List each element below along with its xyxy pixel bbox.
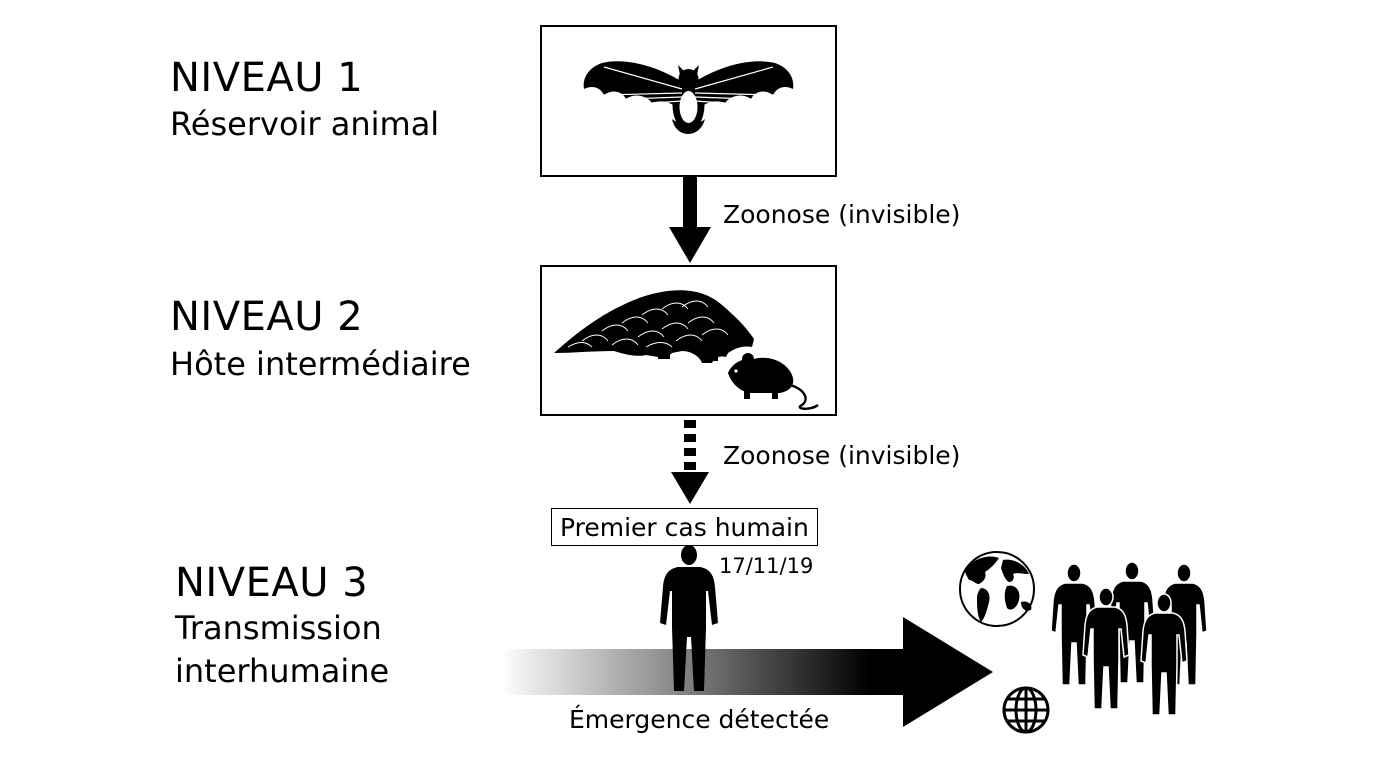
- world-map-icon: [959, 551, 1035, 627]
- pangolin-icon: [554, 290, 754, 363]
- level-3-subtitle-line2: interhumaine: [175, 652, 390, 690]
- bat-icon: [583, 61, 794, 134]
- crowd-icon: [1050, 561, 1208, 716]
- level-3-title: NIVEAU 3: [175, 560, 369, 606]
- first-case-label: Premier cas humain: [560, 512, 809, 542]
- globe-icon: [1002, 686, 1050, 734]
- level-2-subtitle: Hôte intermédiaire: [170, 345, 471, 383]
- zoonose-arrow-dotted: [671, 420, 709, 504]
- intermediate-host-box: [540, 265, 837, 416]
- level-2-title: NIVEAU 2: [170, 294, 364, 340]
- level-3-subtitle-line1: Transmission: [175, 609, 382, 647]
- level-1-title: NIVEAU 1: [170, 55, 364, 101]
- emergence-arrow: [500, 617, 993, 727]
- level-1-subtitle: Réservoir animal: [170, 105, 440, 143]
- first-case-box: Premier cas humain: [551, 508, 818, 546]
- emergence-label: Émergence détectée: [569, 705, 830, 734]
- first-case-date: 17/11/19: [719, 554, 814, 578]
- rat-icon: [728, 353, 819, 410]
- human-silhouette-icon: [660, 545, 718, 691]
- zoonose-label-1: Zoonose (invisible): [723, 200, 961, 229]
- reservoir-box: [540, 25, 837, 177]
- zoonose-label-2: Zoonose (invisible): [723, 441, 961, 470]
- zoonose-arrow-solid: [669, 177, 711, 263]
